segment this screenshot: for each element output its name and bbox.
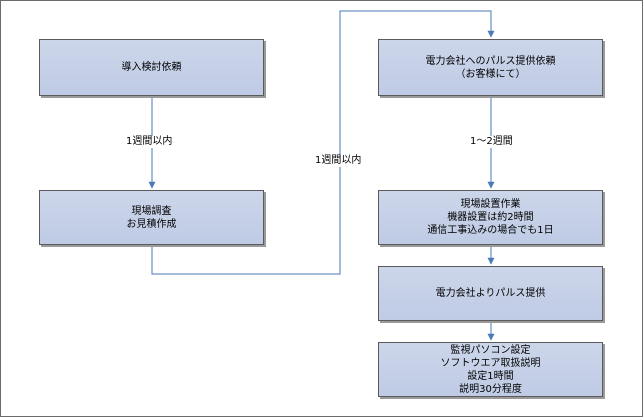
step-installation-line-1: 現場設置作業 <box>460 199 521 210</box>
step-pulse-provision: 電力会社よりパルス提供 <box>378 266 603 321</box>
step-site-survey: 現場調査 お見積作成 <box>39 190 264 245</box>
step-installation: 現場設置作業 機器設置は約2時間 通信工事込みの場合でも1日 <box>378 190 603 245</box>
step-pulse-request: 電力会社へのパルス提供依頼 （お客様にて） <box>378 39 603 96</box>
duration-label-2: 1週間以内 <box>315 155 362 167</box>
duration-label-1: 1週間以内 <box>126 136 173 148</box>
step-site-survey-line-2: お見積作成 <box>126 218 177 230</box>
step-request-review: 導入検討依頼 <box>39 39 264 96</box>
step-pc-setup-line-1: 監視パソコン設定 <box>450 344 531 356</box>
step-pc-setup: 監視パソコン設定 ソフトウエア取扱説明 設定1時間 説明30分程度 <box>378 342 603 397</box>
step-pc-setup-line-2: ソフトウエア取扱説明 <box>440 357 541 369</box>
step-site-survey-line-1: 現場調査 <box>131 205 172 217</box>
step-pulse-provision-line-1: 電力会社よりパルス提供 <box>435 288 546 299</box>
duration-label-3: 1～2週間 <box>470 136 513 148</box>
connector-b2-b3 <box>151 10 495 275</box>
step-pc-setup-line-3: 設定1時間 <box>467 370 514 382</box>
step-request-review-line-1: 導入検討依頼 <box>121 62 182 73</box>
step-installation-line-2: 機器設置は約2時間 <box>447 212 534 223</box>
step-installation-line-3: 通信工事込みの場合でも1日 <box>427 225 554 236</box>
step-pc-setup-line-4: 説明30分程度 <box>459 383 522 395</box>
step-pulse-request-line-2: （お客様にて） <box>455 68 526 80</box>
step-pulse-request-line-1: 電力会社へのパルス提供依頼 <box>425 55 556 67</box>
